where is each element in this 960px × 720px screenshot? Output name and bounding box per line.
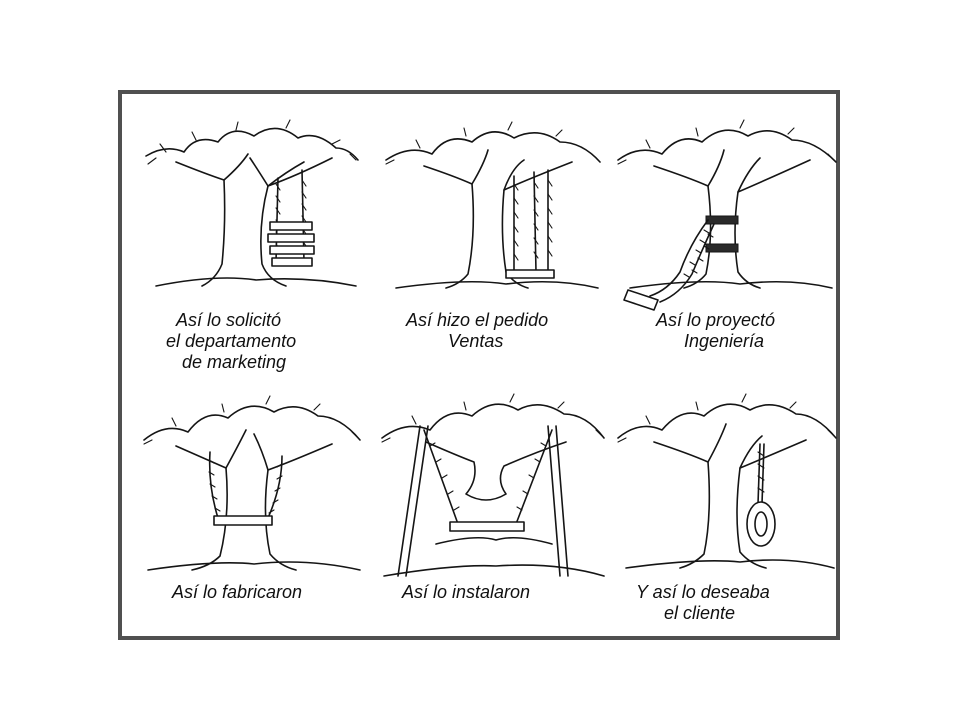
- cartoon-frame: Así lo solicitó el departamento de marke…: [118, 90, 840, 640]
- panel-cliente: Y así lo deseaba el cliente: [610, 386, 846, 656]
- caption-fabricaron: Así lo fabricaron: [172, 582, 408, 603]
- tree-propped-swing-drawing: [381, 393, 605, 577]
- caption-line: Así lo solicitó: [176, 310, 282, 330]
- panel-ventas: Así hizo el pedido Ventas: [376, 114, 612, 384]
- panel-marketing: Así lo solicitó el departamento de marke…: [136, 114, 372, 384]
- caption-line: Y así lo deseaba: [636, 582, 770, 602]
- tree-three-seat-swing-drawing: [145, 119, 359, 287]
- caption-line: el departamento: [166, 331, 297, 351]
- caption-line: Así lo proyectó: [656, 310, 776, 330]
- tree-trunk-wrapped-swing-drawing: [143, 395, 361, 571]
- caption-line: el cliente: [664, 603, 736, 623]
- caption-line: Así hizo el pedido: [406, 310, 549, 330]
- panel-fabricaron: Así lo fabricaron: [136, 386, 372, 656]
- caption-ingenieria: Así lo proyectó Ingeniería: [656, 310, 892, 352]
- caption-cliente: Y así lo deseaba el cliente: [636, 582, 872, 624]
- caption-line: Así lo instalaron: [402, 582, 531, 602]
- caption-line: Ingeniería: [684, 331, 765, 351]
- tree-tire-swing-drawing: [617, 393, 837, 569]
- caption-marketing: Así lo solicitó el departamento de marke…: [166, 310, 402, 373]
- caption-line: Así lo fabricaron: [172, 582, 303, 602]
- tree-two-rope-swing-drawing: [385, 121, 601, 289]
- caption-instalaron: Así lo instalaron: [402, 582, 638, 603]
- caption-ventas: Así hizo el pedido Ventas: [396, 310, 632, 352]
- caption-line: Ventas: [448, 331, 504, 351]
- panel-instalaron: Así lo instalaron: [376, 386, 612, 656]
- caption-line: de marketing: [182, 352, 287, 372]
- panel-ingenieria: Así lo proyectó Ingeniería: [610, 114, 846, 384]
- tree-trunk-tied-swing-drawing: [617, 119, 837, 311]
